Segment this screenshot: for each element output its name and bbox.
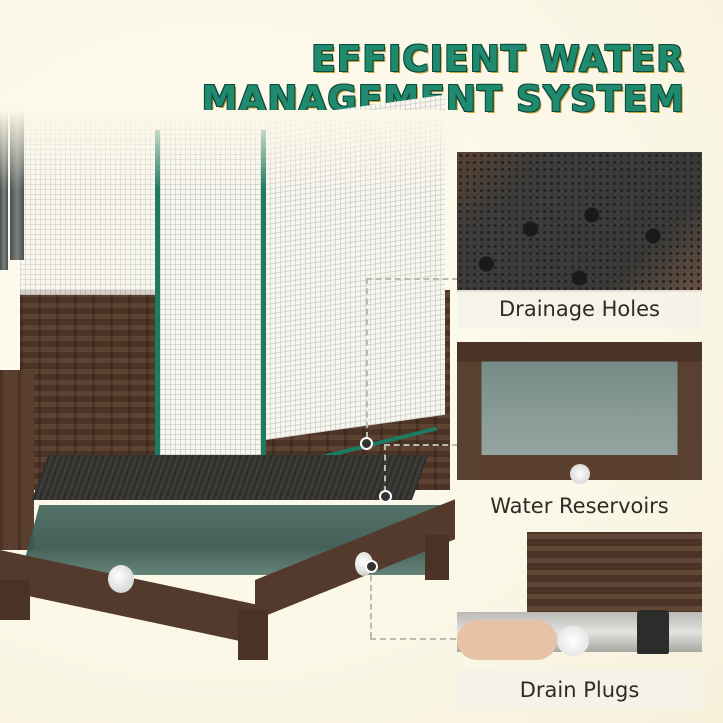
product-image — [0, 94, 460, 670]
plug-cap-icon — [557, 626, 589, 656]
feature-label: Drainage Holes — [457, 290, 702, 328]
frame-pole — [0, 110, 8, 270]
feature-label: Water Reservoirs — [490, 494, 669, 518]
callout-dot-plugs — [365, 560, 378, 573]
drainage-tray-photo-icon — [457, 152, 702, 292]
planter-leg — [0, 580, 30, 620]
callout-line-drainage — [366, 278, 368, 438]
callout-line-plugs — [370, 566, 372, 638]
callout-line-drainage — [366, 278, 458, 280]
callout-line-reservoir — [384, 444, 386, 492]
planter-leg — [425, 535, 449, 580]
title-line-1: EFFICIENT WATER — [311, 39, 685, 80]
callout-line-reservoir — [384, 444, 458, 446]
reservoir-photo-icon — [457, 342, 702, 480]
planter-leg — [238, 610, 268, 660]
callout-dot-drainage — [360, 437, 373, 450]
corner-post — [0, 370, 34, 550]
hand-icon — [457, 620, 557, 660]
feature-card-water-reservoirs: Water Reservoirs — [457, 342, 702, 524]
drain-plug-icon — [570, 464, 590, 484]
cover-frame-edge — [155, 130, 160, 460]
feature-label: Drain Plugs — [457, 670, 702, 710]
drainage-tray — [31, 455, 429, 500]
drain-cup-icon — [637, 610, 669, 654]
feature-card-drainage-holes: Drainage Holes — [457, 152, 702, 330]
callout-dot-reservoir — [379, 490, 392, 503]
feature-card-drain-plugs: Drain Plugs — [457, 532, 702, 710]
callout-line-plugs — [370, 638, 456, 640]
top-fade — [0, 110, 460, 190]
cover-frame-edge — [261, 130, 266, 475]
drain-plug — [108, 565, 134, 593]
